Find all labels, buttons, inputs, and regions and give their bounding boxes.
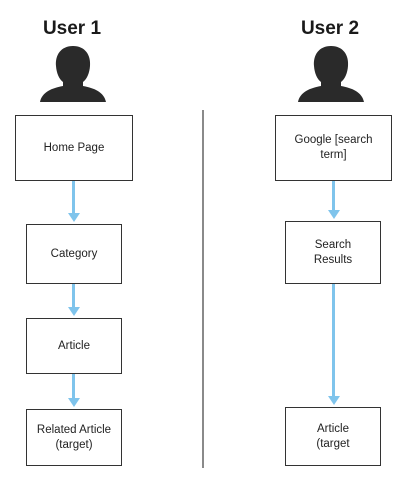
flow-box-article: Article	[26, 318, 122, 374]
flow-box-related-article: Related Article (target)	[26, 409, 122, 466]
flow-connector	[332, 284, 335, 397]
user-2-title: User 2	[300, 18, 360, 39]
flow-box-label: Article (target	[316, 422, 350, 450]
flow-box-search-results: Search Results	[285, 221, 381, 284]
flow-box-label: Home Page	[43, 141, 105, 154]
user-1-title: User 1	[42, 18, 102, 39]
flow-box-label: Article	[58, 339, 90, 352]
flow-box-category: Category	[26, 224, 122, 284]
flow-box-label: Category	[50, 247, 98, 260]
flow-connector	[332, 181, 335, 211]
flow-box-label: Search Results	[313, 238, 353, 266]
flow-connector	[72, 374, 75, 399]
down-arrow-icon	[67, 307, 80, 316]
flow-connector	[72, 284, 75, 308]
flow-box-google-search: Google [search term]	[275, 115, 392, 181]
column-divider	[202, 110, 204, 468]
flow-box-home-page: Home Page	[15, 115, 133, 181]
down-arrow-icon	[327, 396, 340, 405]
flow-box-label: Google [search term]	[294, 134, 373, 161]
down-arrow-icon	[67, 213, 80, 222]
user-silhouette-icon	[298, 46, 364, 102]
flow-connector	[72, 181, 75, 214]
user-silhouette-icon	[40, 46, 106, 102]
flow-box-article-target: Article (target	[285, 407, 381, 466]
down-arrow-icon	[327, 210, 340, 219]
flow-box-label: Related Article (target)	[36, 423, 112, 451]
down-arrow-icon	[67, 398, 80, 407]
